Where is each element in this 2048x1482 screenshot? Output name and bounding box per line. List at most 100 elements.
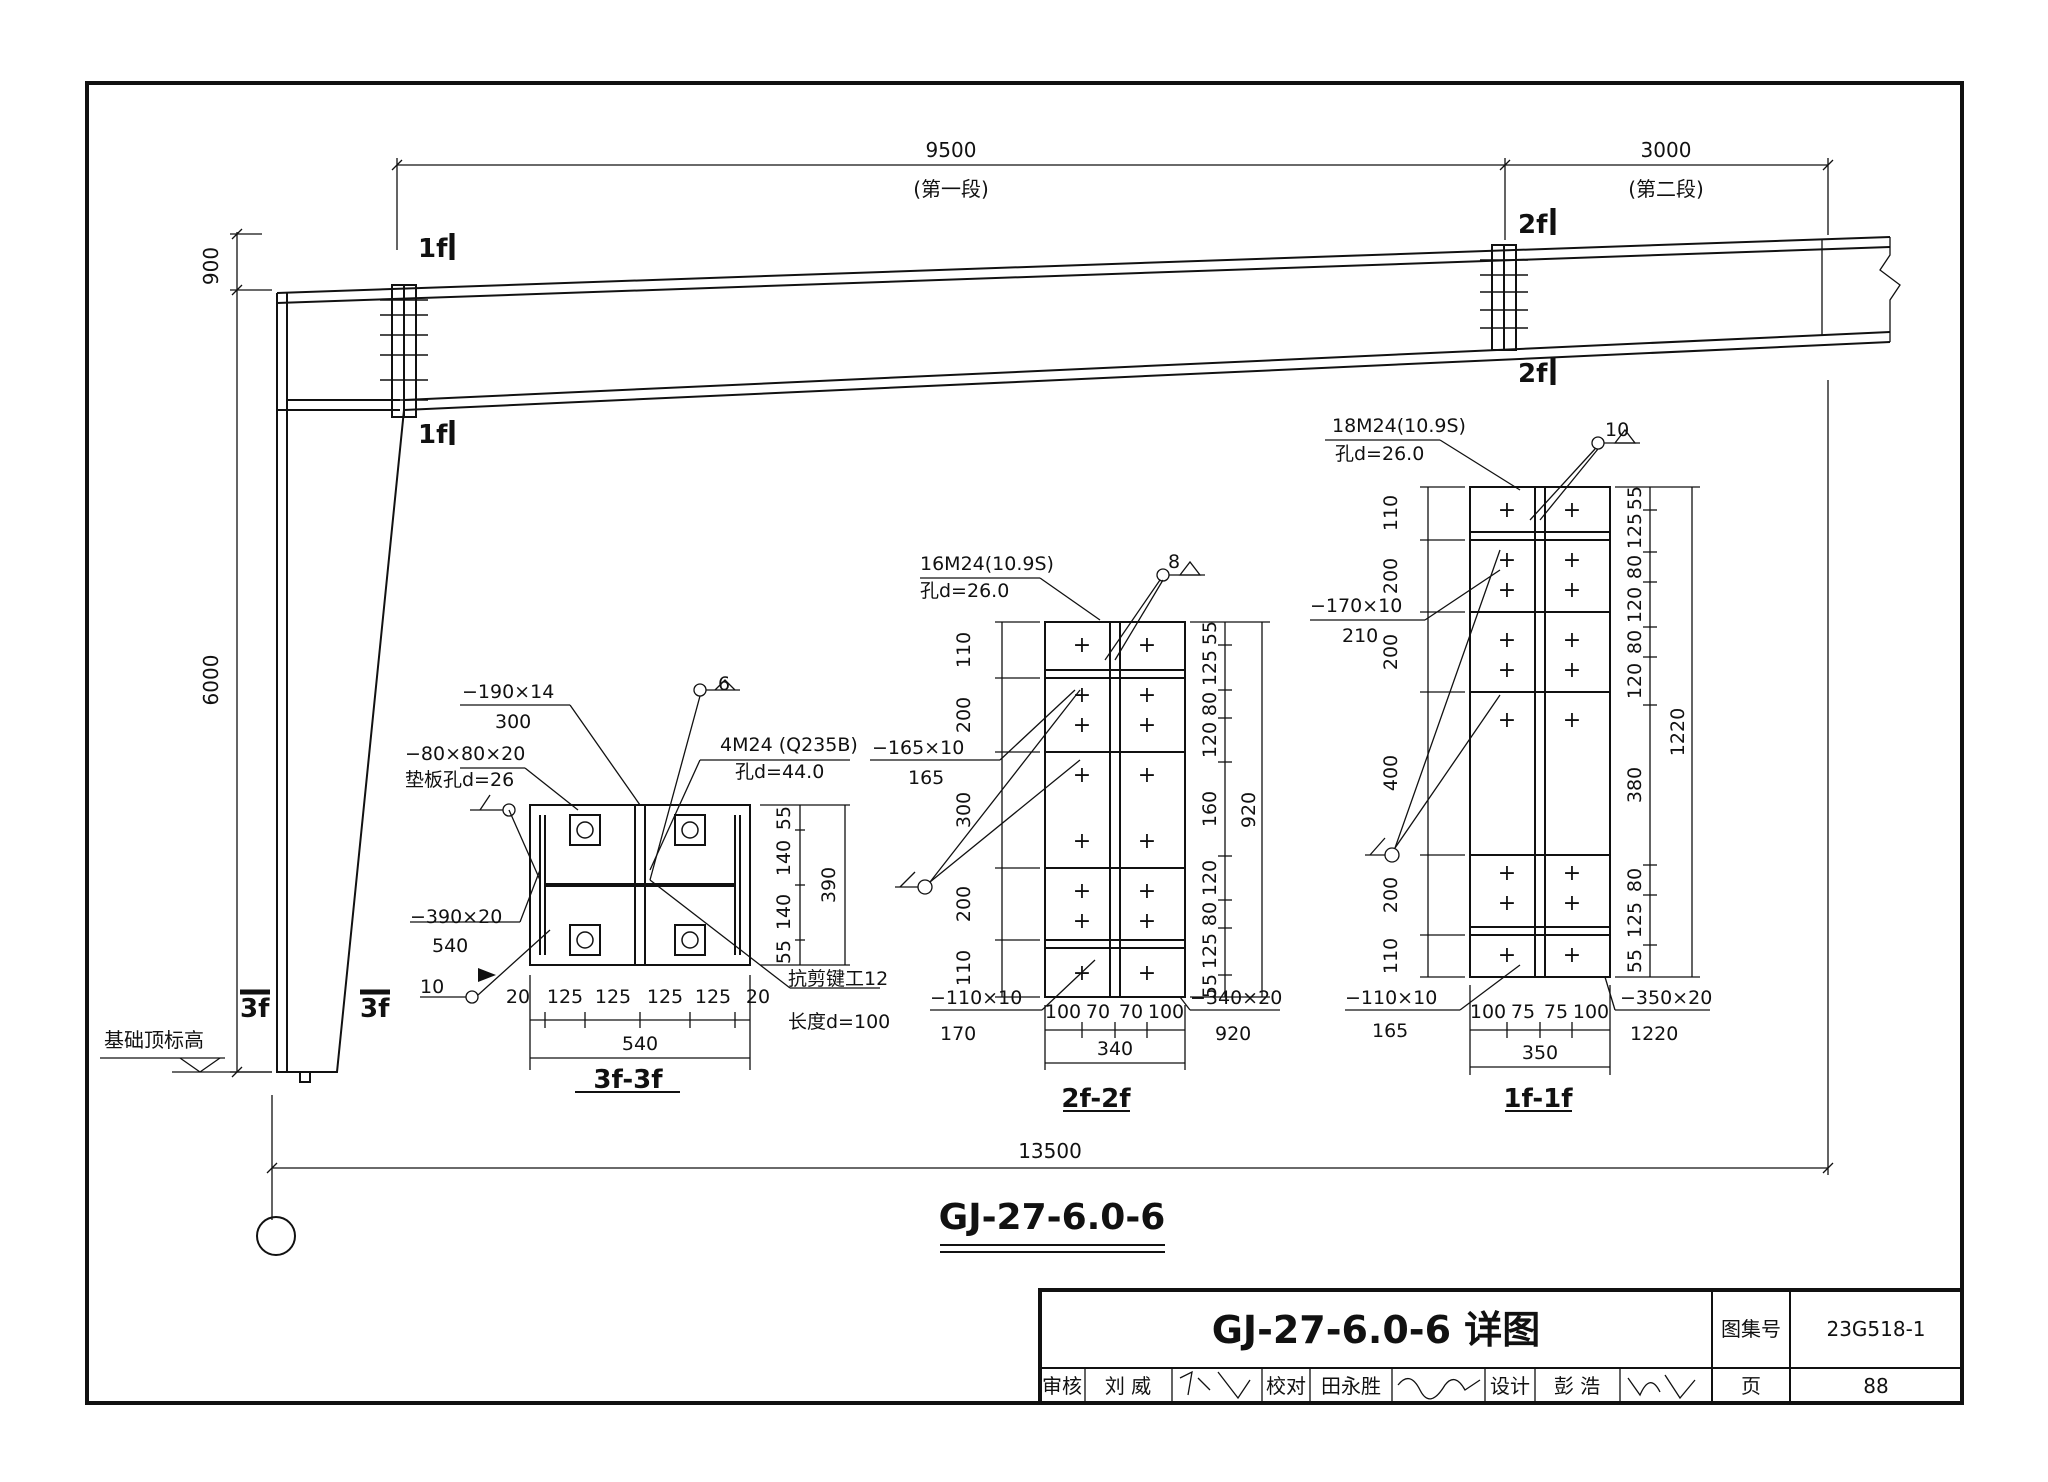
svg-text:+: +	[1138, 763, 1156, 788]
svg-text:80: 80	[1624, 555, 1646, 579]
dim-total-span: 13500	[1018, 1139, 1082, 1163]
label-1f-flange-sub: 165	[1372, 1020, 1408, 1042]
section-marks	[240, 208, 1556, 995]
splice-2f	[1480, 244, 1528, 351]
svg-text:+: +	[1498, 708, 1516, 733]
label-3f-bolts-sub: 孔d=44.0	[735, 761, 824, 783]
label-segment1: (第一段)	[913, 177, 989, 201]
detail-1f: ++ ++ ++ ++ ++ ++ ++ ++ ++	[1310, 428, 1710, 1112]
check-label: 校对	[1266, 1374, 1306, 1398]
label-3f-washer-sub: 垫板孔d=26	[405, 769, 514, 791]
svg-text:80: 80	[1199, 902, 1221, 926]
svg-text:120: 120	[1199, 860, 1221, 896]
svg-text:+: +	[1138, 713, 1156, 738]
svg-text:70: 70	[1086, 1001, 1110, 1023]
svg-text:120: 120	[1624, 587, 1646, 623]
dim-2f-width: 340	[1097, 1038, 1133, 1060]
svg-text:+: +	[1563, 548, 1581, 573]
washer-plate	[569, 814, 601, 846]
svg-text:+: +	[1498, 861, 1516, 886]
svg-text:+: +	[1073, 763, 1091, 788]
svg-text:200: 200	[1380, 877, 1402, 913]
svg-text:+: +	[1498, 943, 1516, 968]
washer-plate	[674, 924, 706, 956]
label-1f-flange: −110×10	[1345, 987, 1437, 1009]
label-segment2: (第二段)	[1628, 177, 1704, 201]
svg-text:+: +	[1073, 829, 1091, 854]
svg-text:+: +	[1073, 683, 1091, 708]
label-2f-end-plate: −340×20	[1190, 987, 1282, 1009]
svg-text:+: +	[1498, 628, 1516, 653]
foundation-label: 基础顶标高	[104, 1028, 204, 1052]
svg-text:100: 100	[1573, 1001, 1609, 1023]
svg-text:20: 20	[506, 986, 530, 1008]
svg-text:75: 75	[1511, 1001, 1535, 1023]
label-3f-base-plate: −390×20	[410, 906, 502, 928]
dim-3f-height: 390	[818, 867, 840, 903]
svg-text:+: +	[1563, 658, 1581, 683]
svg-text:55: 55	[1624, 486, 1646, 510]
label-1f-stiffener-sub: 210	[1342, 625, 1378, 647]
dim-1f-height: 1220	[1667, 708, 1689, 756]
label-3f-plate1: −190×14	[462, 681, 554, 703]
title-block	[1038, 1288, 1964, 1405]
svg-text:+: +	[1563, 943, 1581, 968]
splice-1f	[380, 284, 428, 418]
section-mark-1f-bottom: 1f	[418, 420, 448, 450]
weld-size-3f-a: 6	[718, 673, 730, 695]
svg-text:120: 120	[1199, 722, 1221, 758]
section-mark-2f-bottom: 2f	[1518, 359, 1548, 389]
dims-1f-right: 55 125 80 120 80 120 380 80 125 55	[1624, 486, 1646, 973]
svg-text:125: 125	[647, 986, 683, 1008]
svg-text:110: 110	[1380, 938, 1402, 974]
dim-column-height: 6000	[199, 655, 223, 706]
weld-size-3f-b: 10	[420, 976, 444, 998]
svg-text:125: 125	[1624, 513, 1646, 549]
svg-text:80: 80	[1624, 868, 1646, 892]
page-number: 88	[1863, 1374, 1888, 1398]
svg-text:+: +	[1138, 909, 1156, 934]
svg-text:+: +	[1563, 891, 1581, 916]
svg-text:+: +	[1498, 658, 1516, 683]
svg-text:100: 100	[1045, 1001, 1081, 1023]
label-2f-bolts: 16M24(10.9S)	[920, 553, 1054, 575]
svg-text:140: 140	[773, 840, 795, 876]
main-drawing-title: GJ-27-6.0-6	[939, 1197, 1166, 1238]
svg-text:120: 120	[1624, 663, 1646, 699]
svg-text:+: +	[1138, 633, 1156, 658]
svg-text:+: +	[1138, 829, 1156, 854]
svg-text:125: 125	[695, 986, 731, 1008]
reviewer-name: 刘 威	[1105, 1374, 1151, 1398]
dim-1f-width: 350	[1522, 1042, 1558, 1064]
svg-text:125: 125	[595, 986, 631, 1008]
label-3f-base-plate-sub: 540	[432, 935, 468, 957]
svg-text:200: 200	[1380, 634, 1402, 670]
section-mark-3f-left: 3f	[240, 994, 270, 1024]
label-3f-plate1-sub: 300	[495, 711, 531, 733]
svg-text:55: 55	[1624, 949, 1646, 973]
dims-2f-left: 110 200 300 200 110	[953, 632, 975, 986]
svg-text:+: +	[1563, 578, 1581, 603]
bolt-group: ++ ++ ++ ++ ++ ++ ++ ++	[1073, 633, 1156, 986]
svg-text:80: 80	[1199, 692, 1221, 716]
dims-2f-right: 55 125 80 120 160 120 80 125 55	[1199, 621, 1221, 998]
weld-size-1f: 10	[1605, 419, 1629, 441]
svg-text:+: +	[1138, 683, 1156, 708]
washer-plate	[569, 924, 601, 956]
dim-2f-height: 920	[1238, 792, 1260, 828]
designer-name: 彭 浩	[1554, 1374, 1600, 1398]
checker-name: 田永胜	[1321, 1374, 1381, 1398]
label-2f-stiffener-sub: 165	[908, 767, 944, 789]
design-label: 设计	[1490, 1374, 1530, 1398]
svg-text:300: 300	[953, 792, 975, 828]
svg-text:+: +	[1138, 961, 1156, 986]
svg-text:+: +	[1498, 498, 1516, 523]
atlas-number: 23G518-1	[1826, 1317, 1925, 1341]
dim-segment2: 3000	[1641, 138, 1692, 162]
label-3f-bolts: 4M24 (Q235B)	[720, 734, 858, 756]
svg-text:+: +	[1073, 879, 1091, 904]
dim-segment1: 9500	[926, 138, 977, 162]
page-label: 页	[1741, 1374, 1761, 1398]
svg-text:380: 380	[1624, 767, 1646, 803]
svg-text:110: 110	[953, 950, 975, 986]
